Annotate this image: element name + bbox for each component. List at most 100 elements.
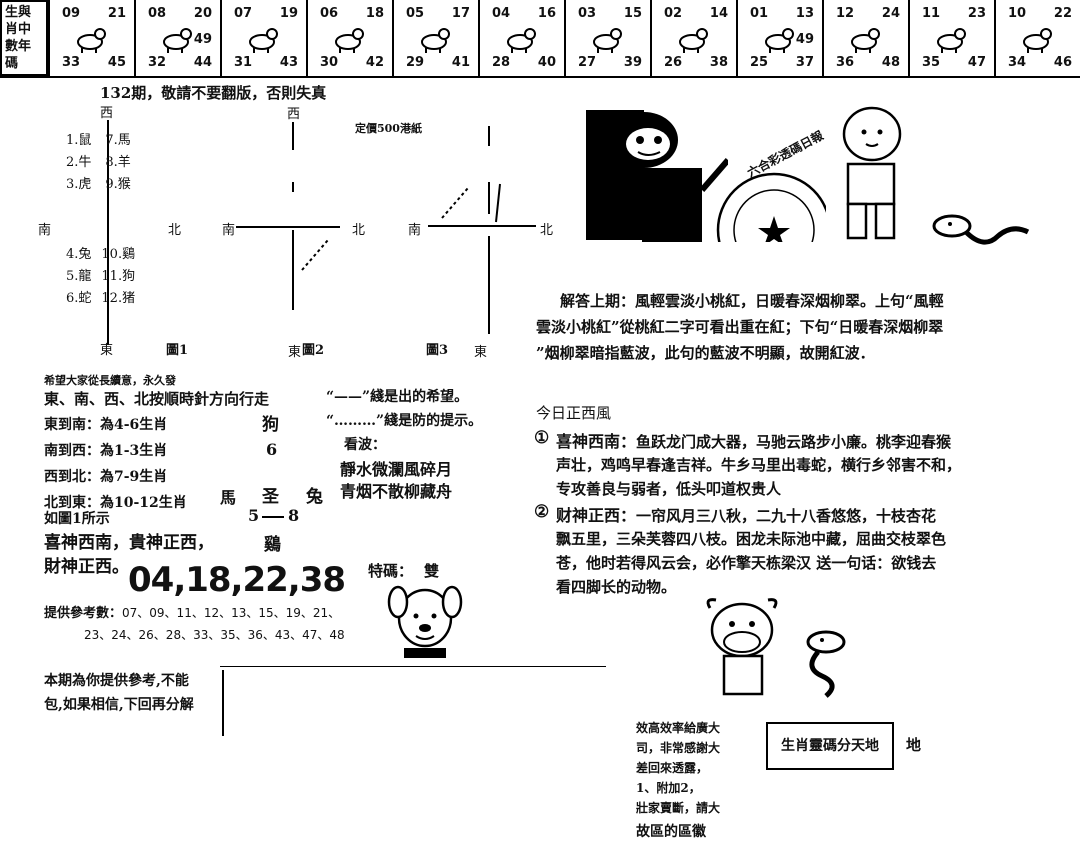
strip-bottom-border bbox=[0, 76, 1080, 78]
mark-rooster: 鷄 bbox=[264, 535, 281, 555]
item2-line-3: 苍，他时若得风云会，必作擎天栋梁汉 送一句话：欲钱去 bbox=[556, 554, 937, 572]
answer-label: 解答上期： bbox=[560, 292, 636, 310]
fig3-vertical-mid bbox=[488, 182, 490, 214]
legend-solid-line: “——”綫是出的希望。 bbox=[326, 389, 469, 405]
diagram2-west-label: 西 bbox=[287, 107, 301, 122]
cell-number-bottom-right: 38 bbox=[709, 55, 728, 70]
box-tail-text: 地 bbox=[906, 736, 922, 754]
zodiac-animal-icon bbox=[679, 28, 708, 53]
fig3-vertical-bottom bbox=[488, 236, 490, 334]
zodiac-animal-icon bbox=[163, 28, 192, 53]
cell-number-bottom-right: 42 bbox=[365, 55, 384, 70]
zodiac-animal-icon bbox=[421, 28, 450, 53]
bottom-divider bbox=[220, 666, 606, 667]
fig3-vertical-top bbox=[488, 126, 490, 146]
diagram3-south-label: 南 bbox=[408, 223, 422, 238]
zodiac-animal-icon bbox=[507, 28, 536, 53]
mark-eight: 8 bbox=[288, 506, 300, 525]
mark-saint: 圣 bbox=[262, 487, 279, 507]
cell-number-bottom-left: 28 bbox=[492, 55, 511, 70]
stamp-seal-image bbox=[716, 172, 826, 242]
snake-cartoon-image-2 bbox=[806, 630, 846, 698]
cell-number-top-left: 03 bbox=[578, 6, 597, 21]
cell-number-top-left: 12 bbox=[836, 6, 855, 21]
issue-line: 132期，敬請不要翻版，否則失真 bbox=[100, 84, 327, 102]
zodiac-cell: 04 16 28 40 bbox=[478, 0, 564, 78]
route-item: 南到西：為1-3生肖 bbox=[44, 443, 168, 459]
gods-line-2: 財神正西。 bbox=[44, 557, 129, 577]
cell-number-bottom-left: 25 bbox=[750, 55, 769, 70]
five-eight-connector bbox=[262, 516, 284, 518]
fig2-dotted-diagonal bbox=[301, 239, 329, 271]
diagram2-east-label: 東 bbox=[288, 345, 302, 360]
cell-number-bottom-right: 47 bbox=[967, 55, 986, 70]
zodiac-animal-icon bbox=[765, 28, 794, 53]
cell-number-top-left: 11 bbox=[922, 6, 941, 21]
cell-number-middle: 49 bbox=[795, 32, 814, 47]
cell-number-top-left: 05 bbox=[406, 6, 425, 21]
cell-number-bottom-left: 27 bbox=[578, 55, 597, 70]
mark-rabbit: 兔 bbox=[306, 487, 323, 507]
fig2-vertical-axis-bottom bbox=[292, 230, 294, 310]
cell-number-top-left: 09 bbox=[62, 6, 81, 21]
cell-number-top-right: 22 bbox=[1053, 6, 1072, 21]
strip-corner-label: 生與 肖中 數年 碼 bbox=[0, 0, 48, 76]
cell-number-top-left: 02 bbox=[664, 6, 683, 21]
cell-number-top-right: 18 bbox=[365, 6, 384, 21]
bottom-note-1: 本期為你提供參考,不能 bbox=[44, 673, 189, 689]
cell-number-middle: 49 bbox=[193, 32, 212, 47]
cell-number-top-right: 19 bbox=[279, 6, 298, 21]
cell-number-top-right: 16 bbox=[537, 6, 556, 21]
bottom-note-2: 包,如果相信,下回再分解 bbox=[44, 697, 194, 713]
cell-number-top-right: 23 bbox=[967, 6, 986, 21]
reference-numbers-row2: 23、24、26、28、33、35、36、43、47、48 bbox=[84, 628, 345, 642]
item1-line-2: 声壮，鸡鸣早春逢吉祥。牛乡马里出毒蛇，横行乡邻害不和， bbox=[556, 456, 962, 474]
figure2-caption: 圖2 bbox=[302, 343, 325, 358]
cell-number-bottom-right: 41 bbox=[451, 55, 470, 70]
cell-number-bottom-right: 46 bbox=[1053, 55, 1072, 70]
mark-dog: 狗 bbox=[262, 415, 279, 435]
zodiac-animal-icon bbox=[937, 28, 966, 53]
zodiac-animal-icon bbox=[851, 28, 880, 53]
cell-number-bottom-left: 31 bbox=[234, 55, 253, 70]
today-wind: 今日正西風 bbox=[536, 404, 612, 422]
fig2-vertical-axis-top bbox=[292, 122, 294, 150]
cell-number-bottom-right: 39 bbox=[623, 55, 642, 70]
featured-numbers: 04,18,22,38 bbox=[128, 560, 346, 600]
zodiac-code-box: 生肖靈碼分天地 bbox=[766, 722, 894, 770]
answer-line-3: ”烟柳翠暗指藍波，此句的藍波不明顯，故開紅波． bbox=[536, 344, 875, 362]
item1-line-1: 喜神西南：鱼跃龙门成大器，马驰云路步小廉。桃李迎春猴 bbox=[556, 432, 952, 451]
zodiac-animal-icon bbox=[335, 28, 364, 53]
special-code-label: 特碼： bbox=[368, 562, 414, 580]
diagram2-north-label: 北 bbox=[352, 223, 366, 238]
cell-number-bottom-right: 40 bbox=[537, 55, 556, 70]
cell-number-top-left: 04 bbox=[492, 6, 511, 21]
dog-cartoon-image bbox=[387, 585, 463, 658]
cell-number-top-left: 06 bbox=[320, 6, 339, 21]
cell-number-bottom-left: 33 bbox=[62, 55, 81, 70]
item1-mark: ① bbox=[534, 428, 550, 448]
cell-number-bottom-left: 34 bbox=[1008, 55, 1027, 70]
fig1-vertical-axis bbox=[107, 120, 109, 345]
fig3-dotted-diagonal bbox=[441, 187, 469, 219]
item2-line-4: 看四脚长的动物。 bbox=[556, 578, 677, 596]
cell-number-bottom-right: 44 bbox=[193, 55, 212, 70]
cell-number-top-right: 14 bbox=[709, 6, 728, 21]
cell-number-bottom-left: 36 bbox=[836, 55, 855, 70]
direction-title: 東、南、西、北按順時針方向行走 bbox=[44, 390, 270, 408]
cell-number-top-left: 10 bbox=[1008, 6, 1027, 21]
item2-line-1: 财神正西：一帘风月三八秋，二九十八香悠悠，十枝杏花 bbox=[556, 506, 937, 525]
item1-line-3: 专攻善良与弱者，低头叩道权贵人 bbox=[556, 480, 782, 498]
route-item: 北到東：為10-12生肖 bbox=[44, 495, 187, 511]
diagram-north-label: 北 bbox=[168, 223, 182, 238]
diagram3-north-label: 北 bbox=[540, 223, 554, 238]
